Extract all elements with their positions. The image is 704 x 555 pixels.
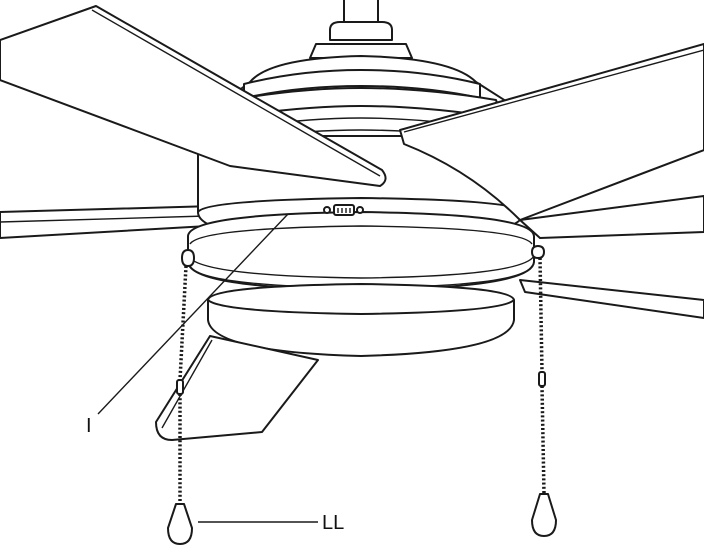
blade-right-lower <box>519 279 704 319</box>
callout-pull-chain: LL <box>198 512 344 534</box>
callout-label-pull-chain: LL <box>322 512 344 534</box>
blade-front-bottom <box>155 335 319 441</box>
callout-leader-line <box>97 213 289 415</box>
reverse-switch[interactable] <box>323 204 364 216</box>
callout-label-light-kit: I <box>86 415 92 437</box>
pull-chain-fob-left <box>167 503 193 545</box>
callout-light-kit: I <box>86 213 289 437</box>
blade-front-right <box>399 43 704 221</box>
pull-chain-right[interactable] <box>531 245 557 537</box>
downrod <box>309 0 413 59</box>
blade-front-left <box>0 5 387 187</box>
pull-chain-left[interactable] <box>167 249 195 545</box>
pull-chain-fob-right <box>531 493 557 537</box>
blade-back-right <box>519 195 704 239</box>
blade-back-left <box>0 205 217 239</box>
